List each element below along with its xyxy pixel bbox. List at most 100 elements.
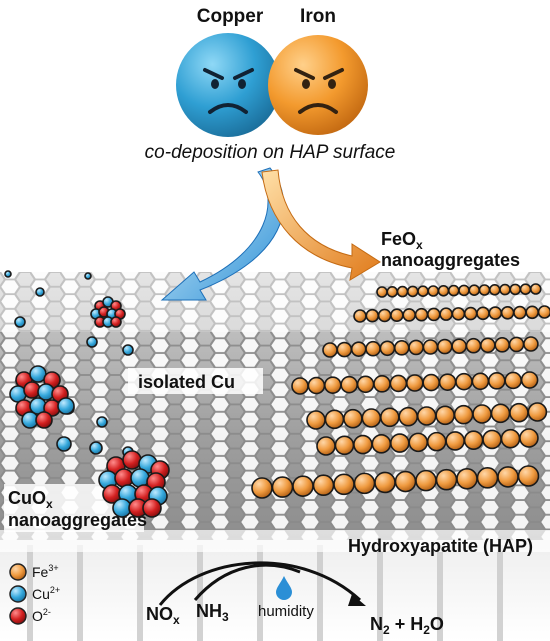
fe-chain-atom xyxy=(396,285,409,298)
fe-chain-atom xyxy=(451,307,466,321)
fe-chain-atom xyxy=(322,342,338,358)
isolated-cu-atom xyxy=(35,287,45,297)
isolated-cu-atom xyxy=(56,436,72,452)
fe-chain-atom xyxy=(307,376,326,395)
fe-chain-atom xyxy=(497,466,519,488)
fe-chain-atom xyxy=(251,477,273,499)
fe-chain-atom xyxy=(427,285,440,297)
iron-label: Iron xyxy=(300,6,336,27)
fe-chain-atom xyxy=(365,340,381,357)
fe-chain-atom xyxy=(435,405,455,426)
fe-chain-atom xyxy=(426,307,441,322)
fe-chain-atom xyxy=(356,375,375,394)
fe-chain-atom xyxy=(509,283,522,296)
iron-chains xyxy=(251,283,550,499)
fe-chain-atom xyxy=(439,307,453,321)
fe-chain-atom xyxy=(488,306,503,320)
fe-chain-atom xyxy=(393,340,410,356)
fe-chain-atom xyxy=(340,375,359,394)
fe-chain-atom xyxy=(379,407,400,428)
fe-chain-atom xyxy=(415,469,437,492)
legend-item-cu: Cu2+ xyxy=(9,585,60,603)
copper-atoms xyxy=(4,270,170,518)
isolated-cu-atom xyxy=(86,336,98,348)
fe-chain-atom xyxy=(374,471,396,494)
cu-cluster-atom xyxy=(35,411,53,429)
fe-chain-atom xyxy=(519,283,532,296)
fe-chain-atom xyxy=(471,372,490,391)
water-drop-icon xyxy=(276,576,292,600)
legend-item-o: O2- xyxy=(9,607,51,625)
fe-chain-atom xyxy=(488,283,501,296)
fe-chain-atom xyxy=(527,402,548,422)
fe-chain-atom xyxy=(353,309,367,323)
fe-chain-atom xyxy=(520,371,539,389)
fe-chain-atom xyxy=(323,376,342,394)
fe-chain-atom xyxy=(406,285,419,298)
cuox-label: CuOx xyxy=(8,488,53,511)
fe-chain-atom xyxy=(350,341,367,357)
fe-chain-atom xyxy=(398,406,419,427)
cu-cluster-atom xyxy=(110,316,122,328)
fe-chain-atom xyxy=(371,434,392,454)
fe-chain-atom xyxy=(509,402,529,423)
copper-label: Copper xyxy=(197,6,264,27)
caption: co-deposition on HAP surface xyxy=(145,142,396,163)
fe-chain-atom xyxy=(336,341,353,358)
fe-chain-atom xyxy=(456,467,478,490)
fe-chain-atom xyxy=(390,308,404,323)
fe-chain-atom xyxy=(517,465,540,487)
isolated-cu-atom xyxy=(84,272,92,280)
condition-humidity: humidity xyxy=(258,603,314,620)
legend-item-fe: Fe3+ xyxy=(9,563,59,581)
legend: Fe3+ Cu2+ O2- xyxy=(9,563,60,625)
fe-chain-atom xyxy=(513,305,527,320)
feox-label-line2: nanoaggregates xyxy=(381,250,520,270)
svg-text:O2-: O2- xyxy=(32,607,51,624)
fe-chain-atom xyxy=(436,338,453,355)
fe-chain-atom xyxy=(408,432,429,453)
fe-chain-atom xyxy=(316,436,336,456)
fe-chain-atom xyxy=(271,476,294,498)
fe-chain-atom xyxy=(463,306,478,321)
fe-chain-atom xyxy=(480,337,496,354)
fe-chain-atom xyxy=(453,404,474,425)
fe-chain-atom xyxy=(312,474,335,497)
fe-chain-atom xyxy=(447,284,460,297)
fe-chain-atom xyxy=(490,403,511,424)
fe-chain-atom xyxy=(324,409,345,430)
fe-chain-atom xyxy=(386,285,399,298)
reactant-nh3: NH3 xyxy=(196,601,229,624)
fe-chain-atom xyxy=(458,284,470,297)
fe-chain-atom xyxy=(451,338,467,354)
fe-chain-atom xyxy=(402,308,417,322)
fe-chain-atom xyxy=(361,408,382,428)
cu-cluster-atom xyxy=(142,498,162,518)
fe-chain-atom xyxy=(292,475,314,497)
fe-chain-atom xyxy=(537,305,550,319)
fe-chain-atom xyxy=(500,305,515,320)
fe-chain-atom xyxy=(389,433,410,453)
fe-chain-atom xyxy=(494,337,511,353)
fe-chain-atom xyxy=(519,428,539,448)
fe-chain-atom xyxy=(463,430,484,450)
fe-chain-atom xyxy=(422,373,441,392)
isolated-cu-atom xyxy=(89,441,103,455)
isolated-cu-atom xyxy=(4,270,12,278)
fe-chain-atom xyxy=(389,374,408,393)
isolated-cu-atom xyxy=(96,416,108,428)
fe-chain-atom xyxy=(499,283,511,296)
product: N2 + H2O xyxy=(370,614,444,637)
isolated-cu-label: isolated Cu xyxy=(138,372,235,392)
fe-chain-atom xyxy=(437,284,450,297)
cu-cluster-atom xyxy=(122,450,142,470)
reaction-scheme: NOx NH3 humidity N2 + H2O xyxy=(146,561,444,637)
fe-chain-atom xyxy=(416,406,437,426)
fe-chain-atom xyxy=(291,377,309,395)
fe-chain-atom xyxy=(365,308,380,323)
fe-chain-atom xyxy=(476,306,490,321)
fe-chain-atom xyxy=(379,340,396,357)
iron-arrow-icon xyxy=(261,169,381,281)
fe-chain-atom xyxy=(504,371,523,390)
